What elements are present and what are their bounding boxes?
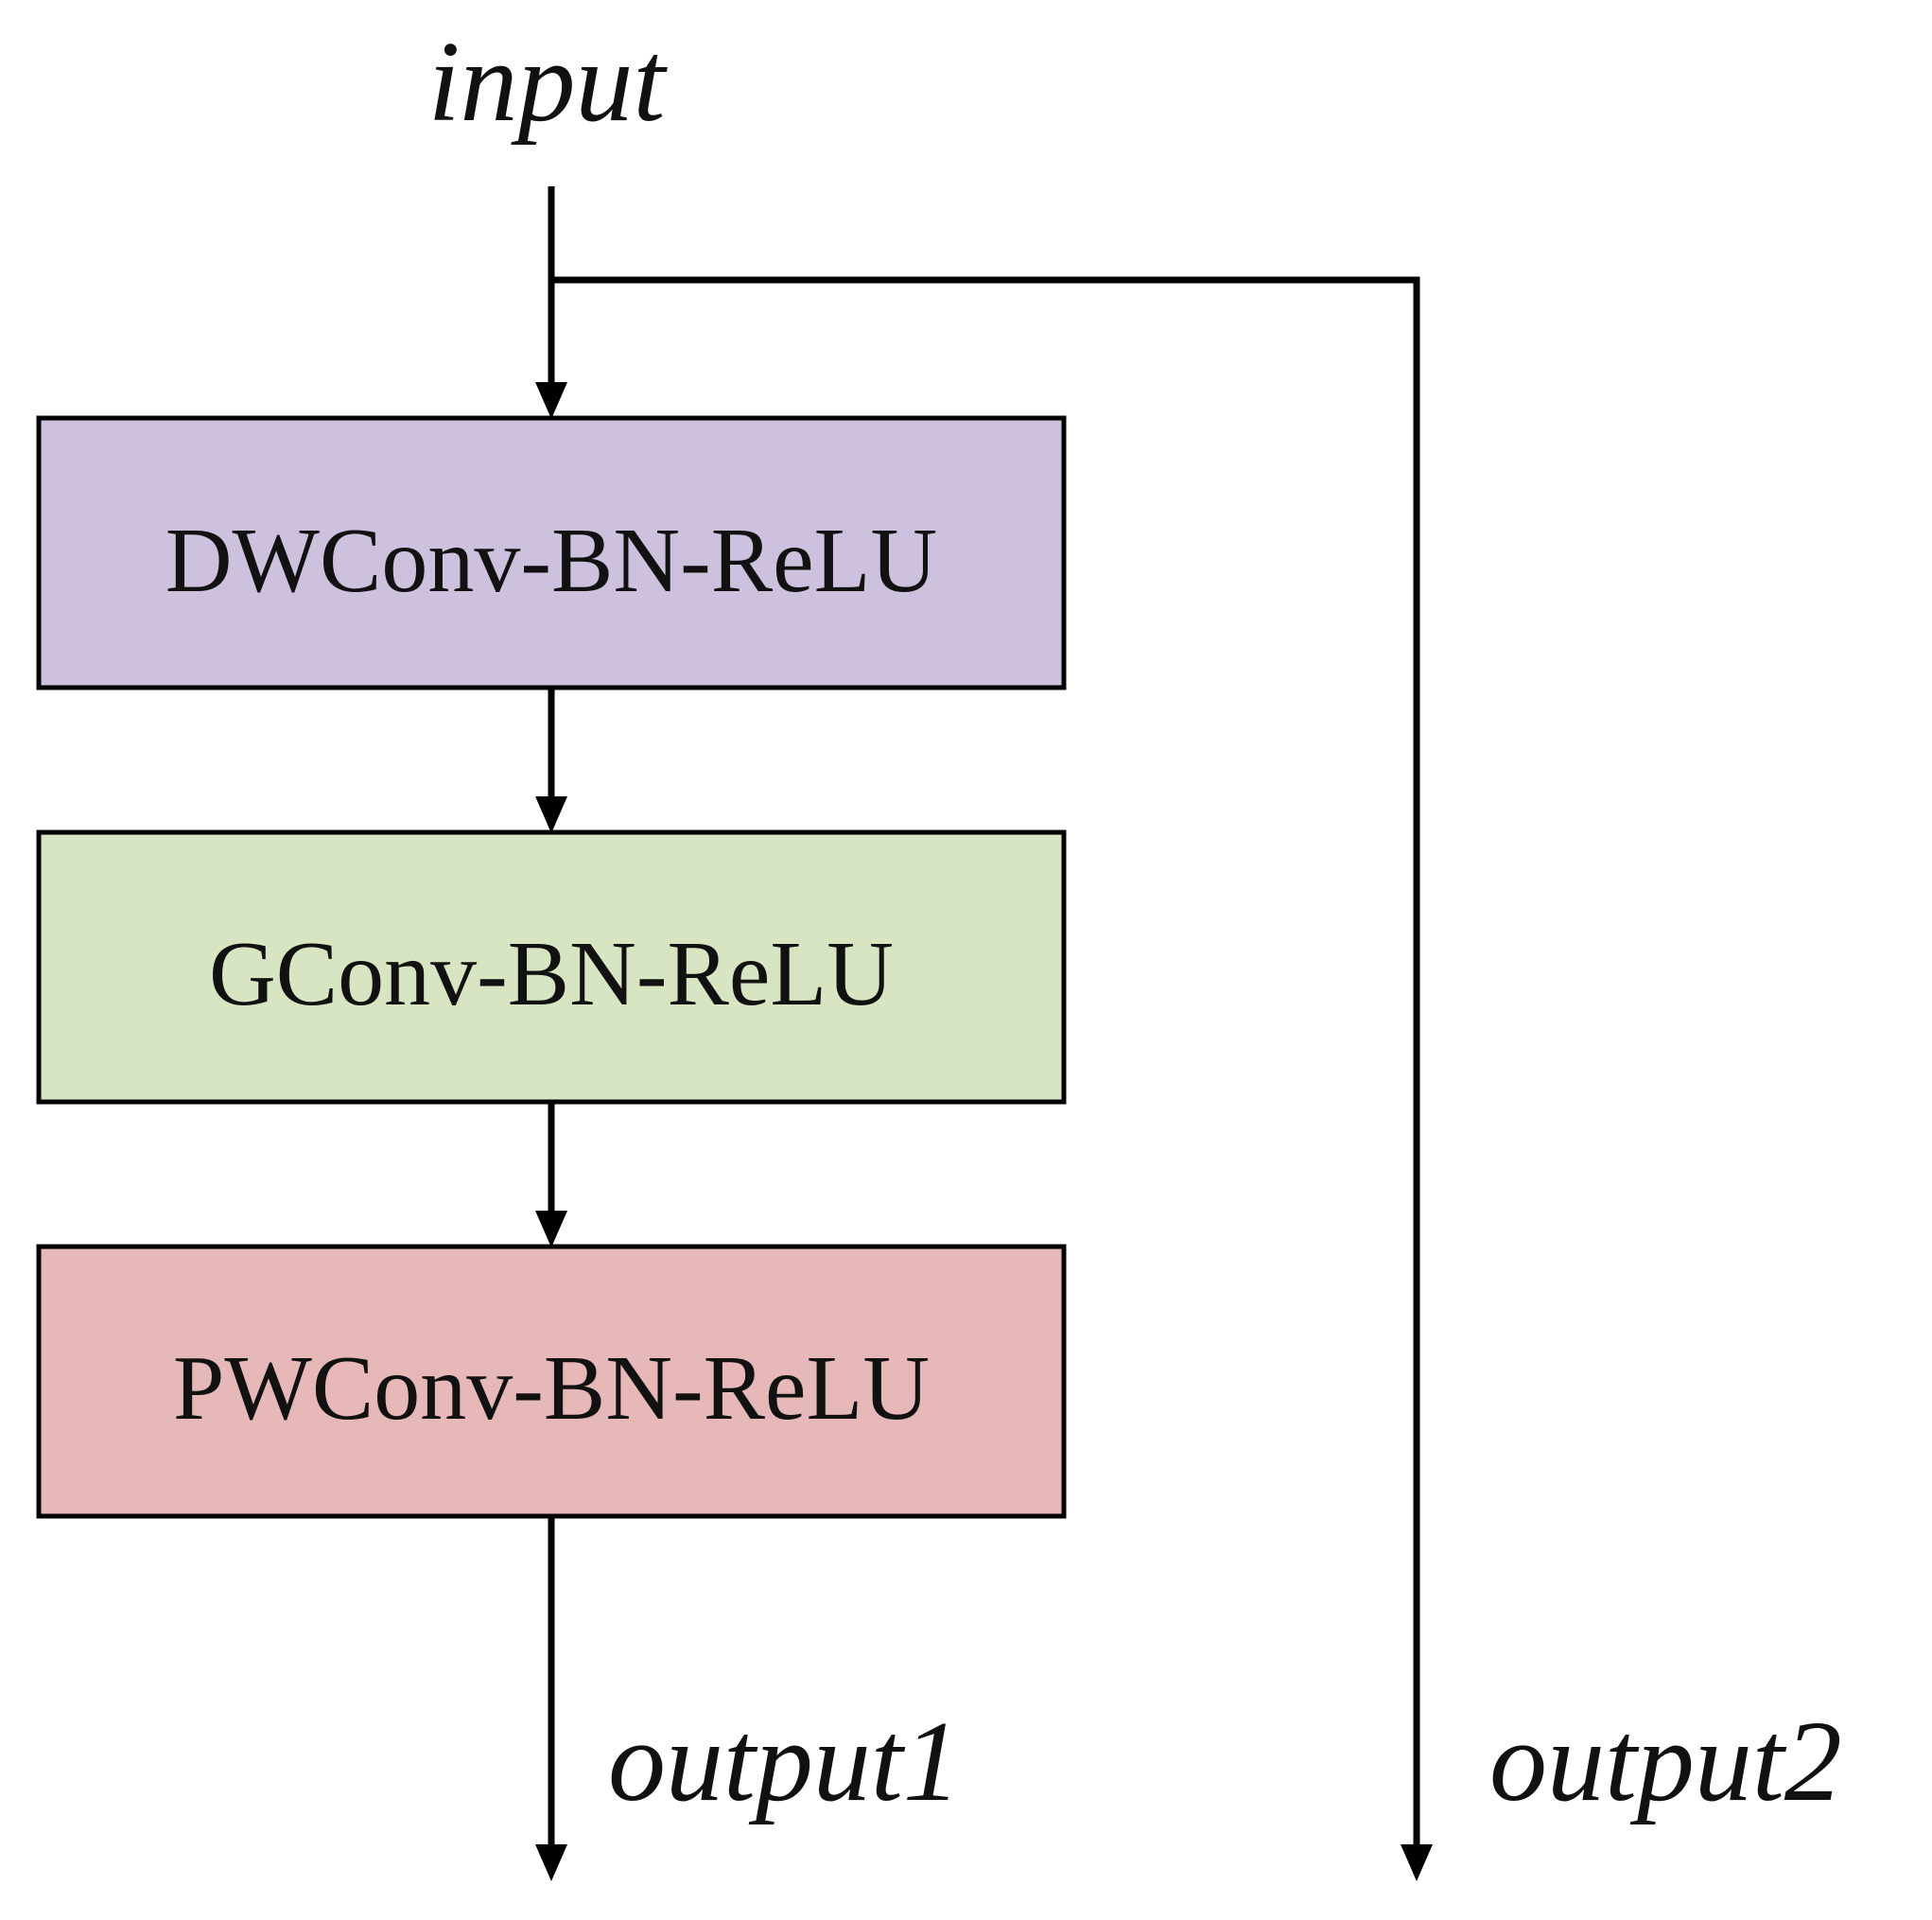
block-pwconv-box (36, 1244, 1067, 1519)
output2-label: output2 (1489, 1698, 1842, 1825)
block-dwconv-label: DWConv-BN-ReLU (165, 510, 938, 612)
input-arrow (535, 186, 567, 419)
block-dwconv: DWConv-BN-ReLU (36, 415, 1067, 690)
output1-arrow-head (535, 1844, 567, 1881)
block-gconv-label: GConv-BN-ReLU (209, 923, 894, 1025)
block-pwconv-label: PWConv-BN-ReLU (173, 1337, 930, 1440)
skip-connection (551, 276, 1433, 1881)
output1-arrow (535, 1516, 567, 1881)
output2-arrow-head (1401, 1844, 1433, 1881)
block-gconv: GConv-BN-ReLU (36, 829, 1067, 1105)
block-pwconv: PWConv-BN-ReLU (36, 1244, 1067, 1519)
arrow-dwconv-to-gconv-head (535, 796, 567, 833)
block-dwconv-box (36, 415, 1067, 690)
arrow-gconv-to-pwconv (535, 1102, 567, 1248)
arrow-dwconv-to-gconv (535, 688, 567, 833)
skip-connection-line (551, 276, 1420, 1844)
input-arrow-head (535, 382, 567, 419)
arrow-gconv-to-pwconv-head (535, 1211, 567, 1248)
output1-label: output1 (608, 1698, 961, 1825)
input-label: input (428, 18, 669, 146)
